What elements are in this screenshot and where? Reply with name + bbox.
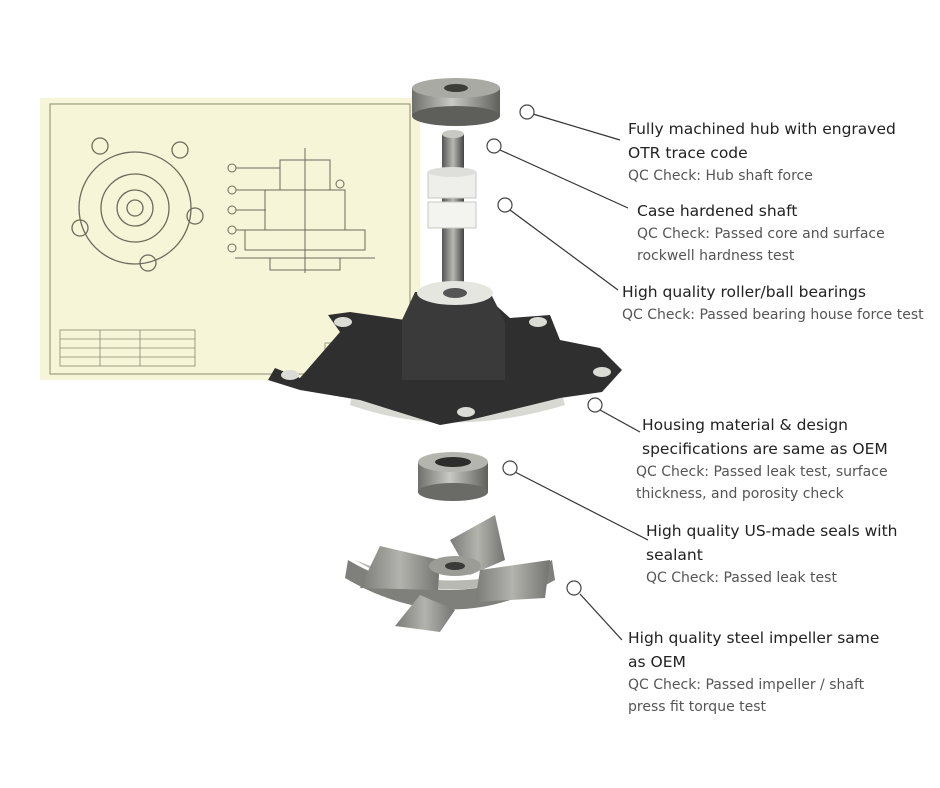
callout-bearings-qc-1: QC Check: Passed bearing house force tes…: [622, 307, 924, 323]
callout-impeller-qc-1: QC Check: Passed impeller / shaft: [628, 677, 865, 693]
seal-part: [418, 452, 488, 501]
callout-seals-qc-1: QC Check: Passed leak test: [646, 570, 837, 586]
callout-shaft-qc-2: rockwell hardness test: [637, 248, 795, 264]
callout-housing-title-1: Housing material & design: [642, 416, 848, 434]
marker-circles: [486, 104, 603, 596]
callout-housing-title-2: specifications are same as OEM: [642, 440, 888, 458]
callout-bearings-title-1: High quality roller/ball bearings: [622, 283, 866, 301]
callout-shaft: Case hardened shaft QC Check: Passed cor…: [637, 199, 885, 267]
impeller-part: [345, 515, 555, 632]
callout-seals-title-2: sealant: [646, 546, 703, 564]
callout-hub-title-2: OTR trace code: [628, 144, 748, 162]
technical-drawing: [40, 98, 420, 380]
callout-impeller-title-1: High quality steel impeller same: [628, 629, 880, 647]
drawing-section-view: [227, 148, 375, 273]
callout-seals-title-1: High quality US-made seals with: [646, 522, 898, 540]
leader-lines: [499, 113, 649, 641]
callout-housing: Housing material & design specifications…: [636, 413, 888, 505]
marker-impeller: [566, 580, 582, 596]
callout-hub-title-1: Fully machined hub with engraved: [628, 120, 896, 138]
marker-seals: [502, 460, 518, 476]
marker-hub: [519, 104, 535, 120]
hub-part: [412, 78, 500, 126]
callout-shaft-title-1: Case hardened shaft: [637, 202, 798, 220]
callout-impeller-qc-2: press fit torque test: [628, 699, 767, 715]
marker-bearings: [497, 197, 513, 213]
callout-bearings: High quality roller/ball bearings QC Che…: [622, 280, 924, 326]
marker-shaft: [486, 138, 502, 154]
marker-housing: [587, 397, 603, 413]
callout-seals: High quality US-made seals with sealant …: [646, 519, 897, 589]
drawing-front-view: [71, 137, 204, 272]
callout-shaft-qc-1: QC Check: Passed core and surface: [637, 226, 885, 242]
bearings-part: [427, 167, 477, 229]
callout-hub: Fully machined hub with engraved OTR tra…: [628, 117, 896, 187]
housing-part: [268, 281, 622, 425]
callout-impeller-title-2: as OEM: [628, 653, 686, 671]
callout-impeller: High quality steel impeller same as OEM …: [628, 626, 879, 718]
drawing-title-block: [59, 329, 396, 367]
callout-housing-qc-1: QC Check: Passed leak test, surface: [636, 464, 888, 480]
callout-hub-qc-1: QC Check: Hub shaft force: [628, 168, 813, 184]
callout-housing-qc-2: thickness, and porosity check: [636, 486, 844, 502]
